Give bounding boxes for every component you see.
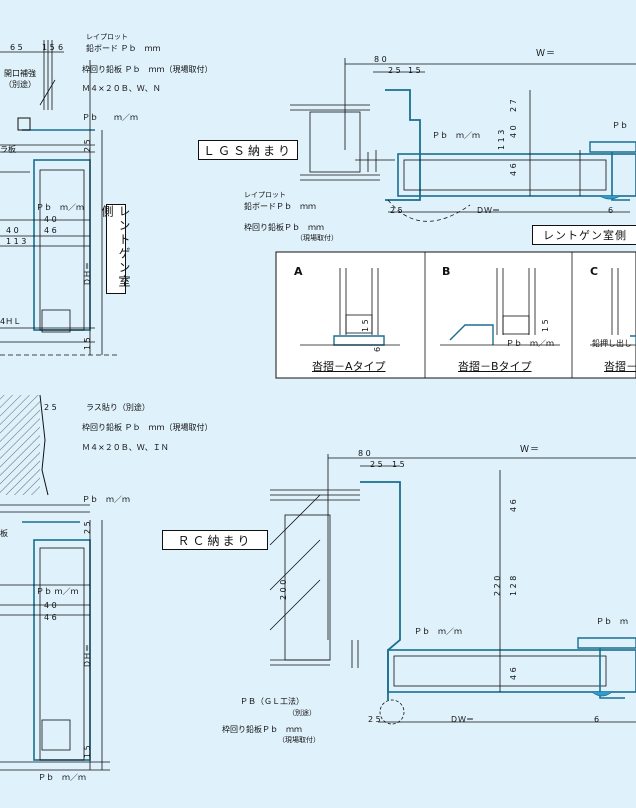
dim-6: 6	[58, 43, 64, 52]
dim-25: 2 5	[83, 139, 92, 152]
dw-label: ＤＷ＝	[450, 715, 474, 724]
dim-25b: 2 5	[83, 521, 92, 534]
dim-80: 8 0	[374, 55, 387, 64]
pb-label-r: Ｐｂ	[612, 121, 628, 130]
leipro-board-label: レイプロット	[86, 33, 128, 41]
pb-label-r: Ｐｂ ｍ	[596, 617, 628, 626]
board-fragment: 板	[0, 529, 8, 538]
pb-label-2: Ｐｂ ｍ／ｍ	[36, 203, 84, 212]
dim-15: 1 5	[42, 43, 55, 52]
threshold-panel	[275, 251, 636, 379]
dim-6: 6	[594, 715, 600, 724]
dim-40: 4 0	[44, 215, 57, 224]
frame-lead-label: 枠回り鉛板 Ｐｂ ｍｍ（現場取付）	[82, 65, 213, 74]
dim-80: 8 0	[358, 449, 371, 458]
frame-lead-label: 枠回り鉛板Ｐｂ ｍｍ	[244, 223, 324, 232]
dh-label: ＤＨ＝	[83, 644, 92, 668]
pb-label-1: Ｐｂ ｍ／ｍ	[82, 495, 130, 504]
ra-board-label: ラ板	[0, 145, 16, 154]
dh-label: ＤＨ＝	[83, 262, 92, 286]
dim-40: 4 0	[509, 125, 518, 138]
onsite-note: （現場取付）	[278, 736, 320, 744]
dim-25: 2 5	[388, 66, 401, 75]
bottom-left-section	[0, 394, 110, 771]
top-right-lgs-section	[290, 58, 636, 222]
dim-25b: 2 5	[368, 715, 381, 724]
dim-6: 6	[608, 206, 614, 215]
bolt-label: Ｍ４×２０Ｂ、Ｗ、Ｎ	[82, 84, 161, 93]
dim-15: 1 5	[83, 745, 92, 758]
dim-25: 2 5	[370, 460, 383, 469]
threshold-type-b: 沓摺－Bタイプ	[458, 360, 532, 373]
lead-board-label: 鉛ボードＰｂ ｍｍ	[244, 202, 316, 211]
threshold-b-pb-label: Ｐｂ ｍ／ｍ	[506, 339, 554, 348]
frame-lead-label: 枠回り鉛板Ｐｂ ｍｍ	[222, 725, 302, 734]
opening-reinforce-label: 開口補強	[4, 69, 36, 78]
dim-25b: 2 5	[390, 206, 403, 215]
pb-label: Ｐｂ ｍ／ｍ	[432, 131, 480, 140]
w-label: Ｗ＝	[520, 445, 541, 455]
xray-side-label-right: レントゲン室側	[532, 225, 636, 245]
threshold-type-a: 沓摺－Aタイプ	[312, 360, 386, 373]
dim-4hl: 4ＨＬ	[0, 317, 22, 326]
lath-note: ラス貼り（別途）	[86, 403, 150, 412]
onsite-note: （現場取付）	[296, 234, 338, 242]
lgs-title: ＬＧＳ納まり	[198, 140, 298, 160]
dim-46: 4 6	[44, 613, 57, 622]
top-left-section	[0, 40, 120, 356]
leipro-board-label: レイプロット	[244, 191, 286, 199]
dim-46: 4 6	[509, 499, 518, 512]
threshold-b-letter: B	[442, 265, 451, 278]
lead-press-label: 鉛押し出し	[592, 339, 632, 348]
pb-label: Ｐｂ ｍ／ｍ	[414, 627, 462, 636]
separate-note: （別途）	[288, 709, 316, 717]
threshold-type-c: 沓摺－	[604, 360, 636, 373]
dim-65: 6 5	[10, 43, 23, 52]
threshold-b-dim-15: 1 5	[541, 319, 550, 332]
threshold-a-letter: A	[294, 265, 303, 278]
threshold-a-dim-15: 1 5	[361, 319, 370, 332]
lead-board-label: 鉛ボード Ｐｂ ｍｍ	[86, 44, 161, 53]
dim-113: 1 1 3	[6, 237, 27, 246]
dim-15: 1 5	[392, 460, 405, 469]
dim-46b: 4 6	[509, 667, 518, 680]
rc-title: ＲＣ納まり	[162, 530, 268, 550]
pb-label-1: Ｐｂ ｍ／ｍ	[82, 113, 138, 122]
pb-label-3: Ｐｂ ｍ／ｍ	[38, 773, 86, 782]
bolt-label: Ｍ４×２０Ｂ、Ｗ、ＩＮ	[82, 443, 169, 452]
dim-46: 4 6	[509, 163, 518, 176]
dim-113: 1 1 3	[497, 129, 506, 150]
threshold-a-dim-6: 6	[373, 346, 382, 352]
bottom-right-rc-section	[269, 454, 636, 725]
dim-40b: 4 0	[6, 226, 19, 235]
xray-side-label-left: レントゲン室側	[100, 204, 131, 294]
threshold-c-letter: C	[590, 265, 599, 278]
dim-15: 1 5	[408, 66, 421, 75]
pb-gl-label: ＰＢ（ＧＬ工法）	[240, 697, 304, 706]
dim-200: 2 0 0	[279, 579, 288, 600]
dim-46: 4 6	[44, 226, 57, 235]
pb-label-2: Ｐｂ ｍ／ｍ	[36, 587, 79, 596]
dim-40: 4 0	[44, 601, 57, 610]
separate-note: （別途）	[4, 80, 36, 89]
dim-128: 1 2 8	[509, 575, 518, 596]
dim-220: 2 2 0	[493, 575, 502, 596]
dim-27: 2 7	[509, 99, 518, 112]
dim-25: 2 5	[44, 403, 57, 412]
frame-lead-label: 枠回り鉛板 Ｐｂ ｍｍ（現場取付）	[82, 423, 213, 432]
w-label: Ｗ＝	[536, 49, 557, 59]
dim-15b: 1 5	[83, 337, 92, 350]
dw-label: ＤＷ＝	[476, 206, 500, 215]
